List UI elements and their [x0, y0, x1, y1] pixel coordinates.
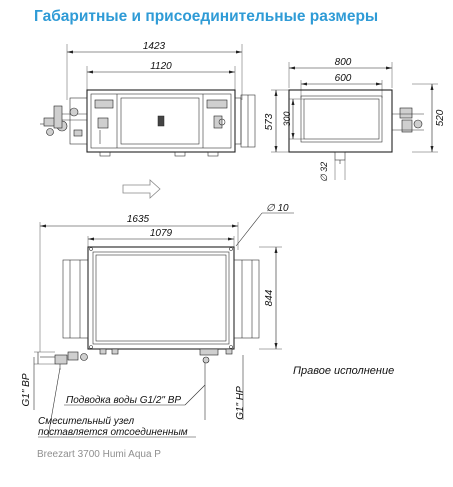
bottom-dim-overall: 1635: [127, 214, 150, 225]
top-view: 1423 1120: [40, 41, 256, 157]
bottom-mixing-note-1: Смесительный узел: [38, 416, 135, 427]
bottom-view: 1635 1079 ∅ 10: [21, 203, 394, 438]
top-dim-overall: 1423: [143, 41, 166, 52]
top-dim-inner: 1120: [150, 61, 172, 72]
airflow-direction-arrow-icon: [122, 179, 161, 199]
side-view: 800 600 573: [264, 57, 446, 182]
side-dim-width: 800: [335, 57, 352, 68]
side-dim-inner-width: 600: [335, 73, 352, 84]
bottom-conn-right: G1" НР: [235, 386, 246, 420]
side-dim-right: 520: [435, 109, 446, 126]
bottom-dim-height: 844: [264, 289, 275, 306]
bottom-dim-hole: ∅ 10: [266, 203, 289, 214]
side-dim-drain: ∅ 32: [319, 162, 329, 182]
page-title: Габаритные и присоединительные размеры: [34, 8, 379, 25]
side-dim-height: 573: [264, 113, 275, 130]
bottom-variant-label: Правое исполнение: [293, 365, 394, 377]
bottom-dim-inner: 1079: [150, 228, 173, 239]
bottom-mixing-note-2: поставляется отсоединенным: [38, 427, 188, 438]
bottom-water-supply: Подводка воды G1/2" ВР: [66, 395, 181, 406]
bottom-conn-left: G1" ВР: [21, 373, 32, 406]
side-dim-inner-height: 300: [282, 111, 292, 126]
product-caption: Breezart 3700 Humi Aqua P: [37, 449, 161, 460]
